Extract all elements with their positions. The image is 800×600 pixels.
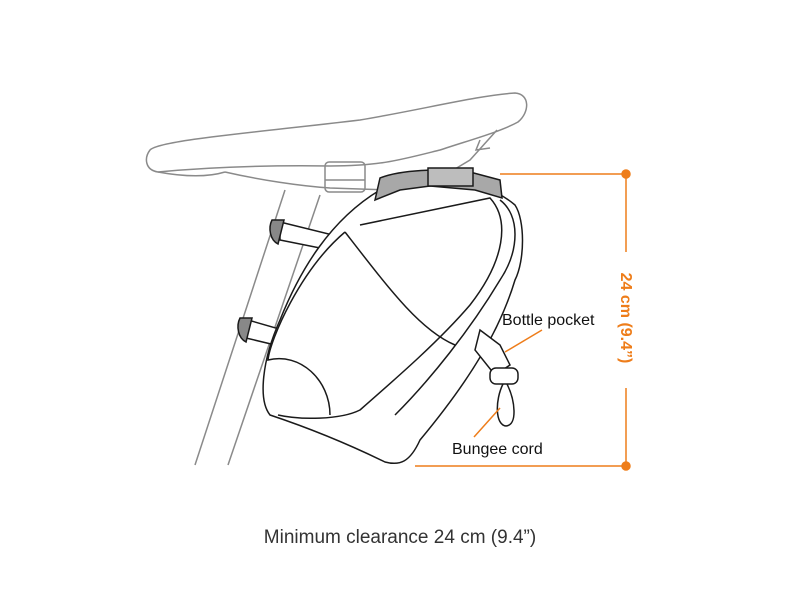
caption: Minimum clearance 24 cm (9.4”) [263, 527, 537, 548]
bungee-cord-label: Bungee cord [452, 441, 543, 458]
leader-lines [473, 329, 543, 438]
saddle-strap [373, 167, 503, 202]
bottle-pocket-label: Bottle pocket [502, 312, 595, 329]
bike-saddle [145, 92, 528, 193]
saddle-bag [262, 181, 524, 465]
dimension-label: 24 cm (9.4”) [617, 272, 634, 364]
clearance-dimension [415, 169, 631, 471]
